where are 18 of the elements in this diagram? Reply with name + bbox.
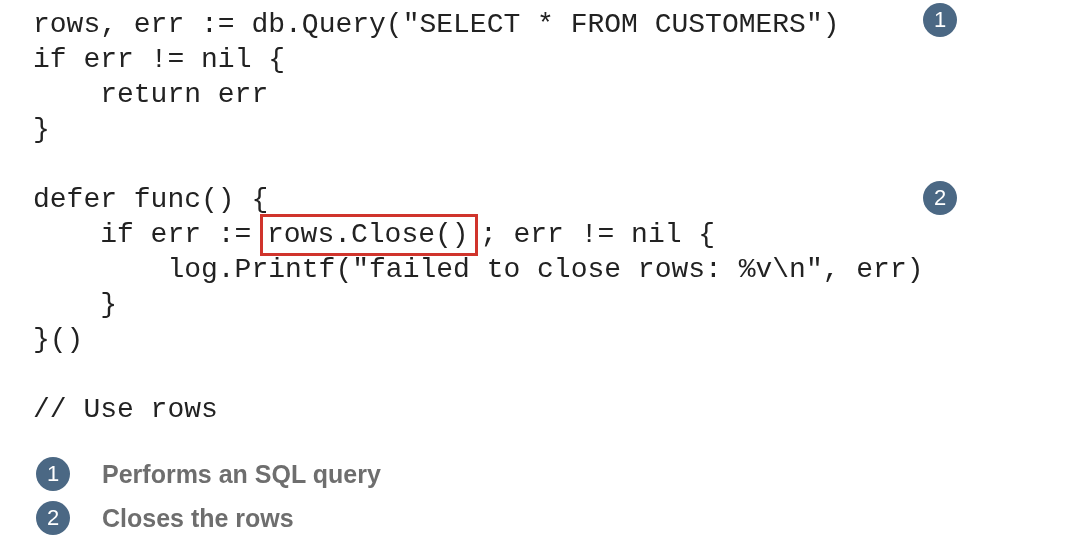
- callout-number: 2: [923, 181, 957, 215]
- code-line: ; err != nil {: [479, 218, 716, 252]
- code-line: }: [100, 288, 117, 322]
- highlight-box: rows.Close(): [260, 214, 478, 256]
- callout-description: Performs an SQL query: [102, 459, 381, 490]
- callout-number: 1: [36, 457, 70, 491]
- code-line: rows, err := db.Query("SELECT * FROM CUSTOMERS"): [33, 8, 840, 42]
- code-line: if err :=: [100, 218, 252, 252]
- callout-number: 1: [923, 3, 957, 37]
- code-line: }(): [33, 323, 84, 357]
- code-line: defer func() {: [33, 183, 269, 217]
- code-line: log.Printf("failed to close rows: %v\n", err): [167, 253, 924, 287]
- code-line: if err != nil {: [33, 43, 286, 77]
- callout-number: 2: [36, 501, 70, 535]
- callout-description: Closes the rows: [102, 503, 294, 534]
- code-line: // Use rows: [33, 393, 218, 427]
- code-line: return err: [100, 78, 269, 112]
- code-line: }: [33, 113, 50, 147]
